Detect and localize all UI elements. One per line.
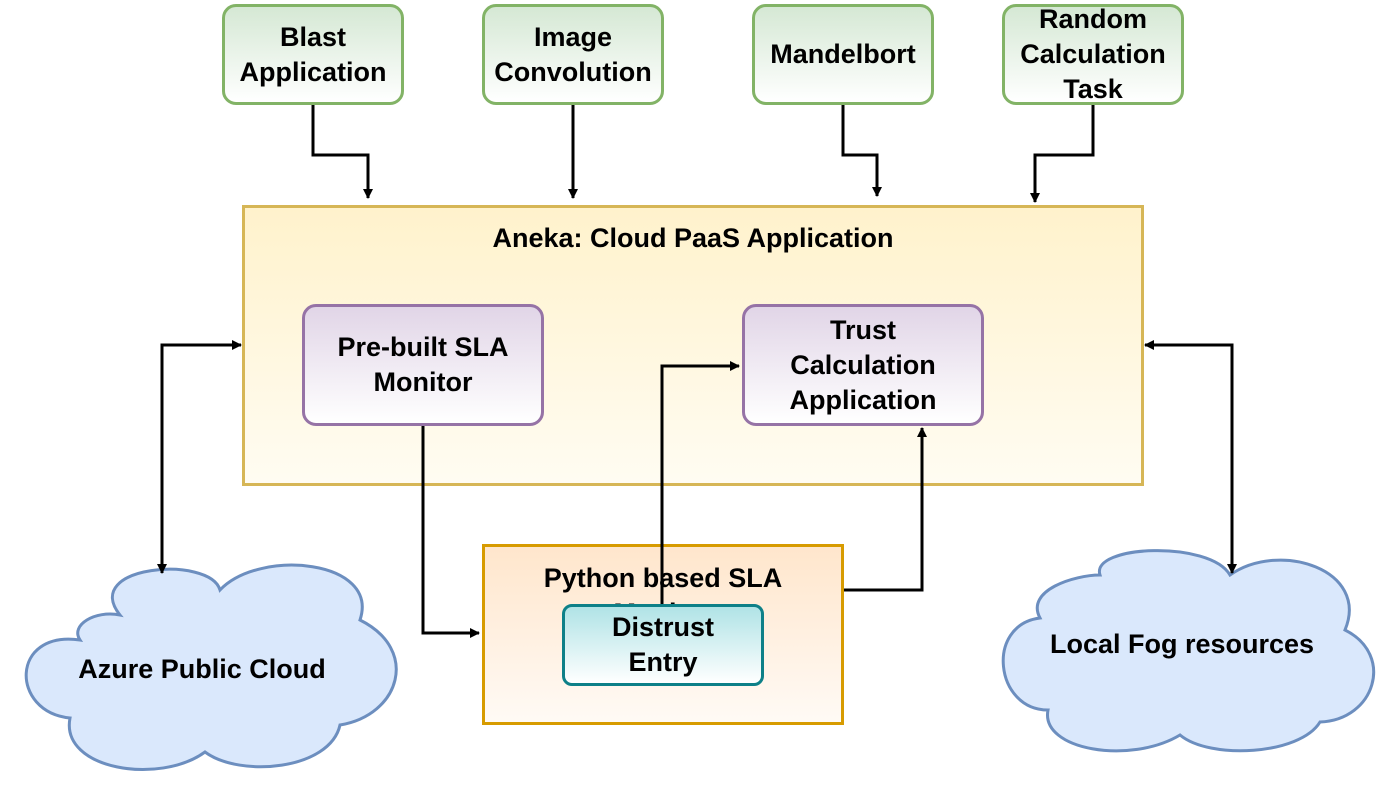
edge-sla-monitor-to-python [421,426,480,638]
edge-aneka-fog [1144,340,1237,574]
azure-cloud-shape [24,563,398,771]
random-calculation-task-node[interactable]: Random Calculation Task [1002,4,1184,105]
edge-python-to-trust [844,427,927,592]
blast-application-label: Blast Application [239,21,387,87]
random-calculation-task-label: Random Calculation Task [1020,4,1166,104]
aneka-title: Aneka: Cloud PaaS Application [492,223,894,253]
azure-cloud-label: Azure Public Cloud [78,654,326,684]
trust-calculation-label: Trust Calculation Application [789,314,937,415]
blast-application-node[interactable]: Blast Application [222,4,404,105]
mandelbort-label: Mandelbort [770,39,916,69]
trust-calculation-node[interactable]: Trust Calculation Application [742,304,984,426]
fog-cloud-label: Local Fog resources [1049,629,1315,659]
edge-random-to-aneka [1030,105,1095,203]
distrust-entry-label: Distrust Entry [611,612,714,677]
distrust-entry-node[interactable]: Distrust Entry [562,604,764,686]
edge-distrust-to-trust [660,361,740,606]
prebuilt-sla-monitor-label: Pre-built SLA Monitor [337,332,509,397]
image-convolution-node[interactable]: Image Convolution [482,4,664,105]
fog-cloud-shape [1001,549,1375,753]
image-convolution-label: Image Convolution [494,21,652,87]
mandelbort-node[interactable]: Mandelbort [752,4,934,105]
edge-mandel-to-aneka [841,105,882,197]
edge-aneka-azure [157,340,242,574]
edge-blast-to-aneka [311,105,373,199]
prebuilt-sla-monitor-node[interactable]: Pre-built SLA Monitor [302,304,544,426]
